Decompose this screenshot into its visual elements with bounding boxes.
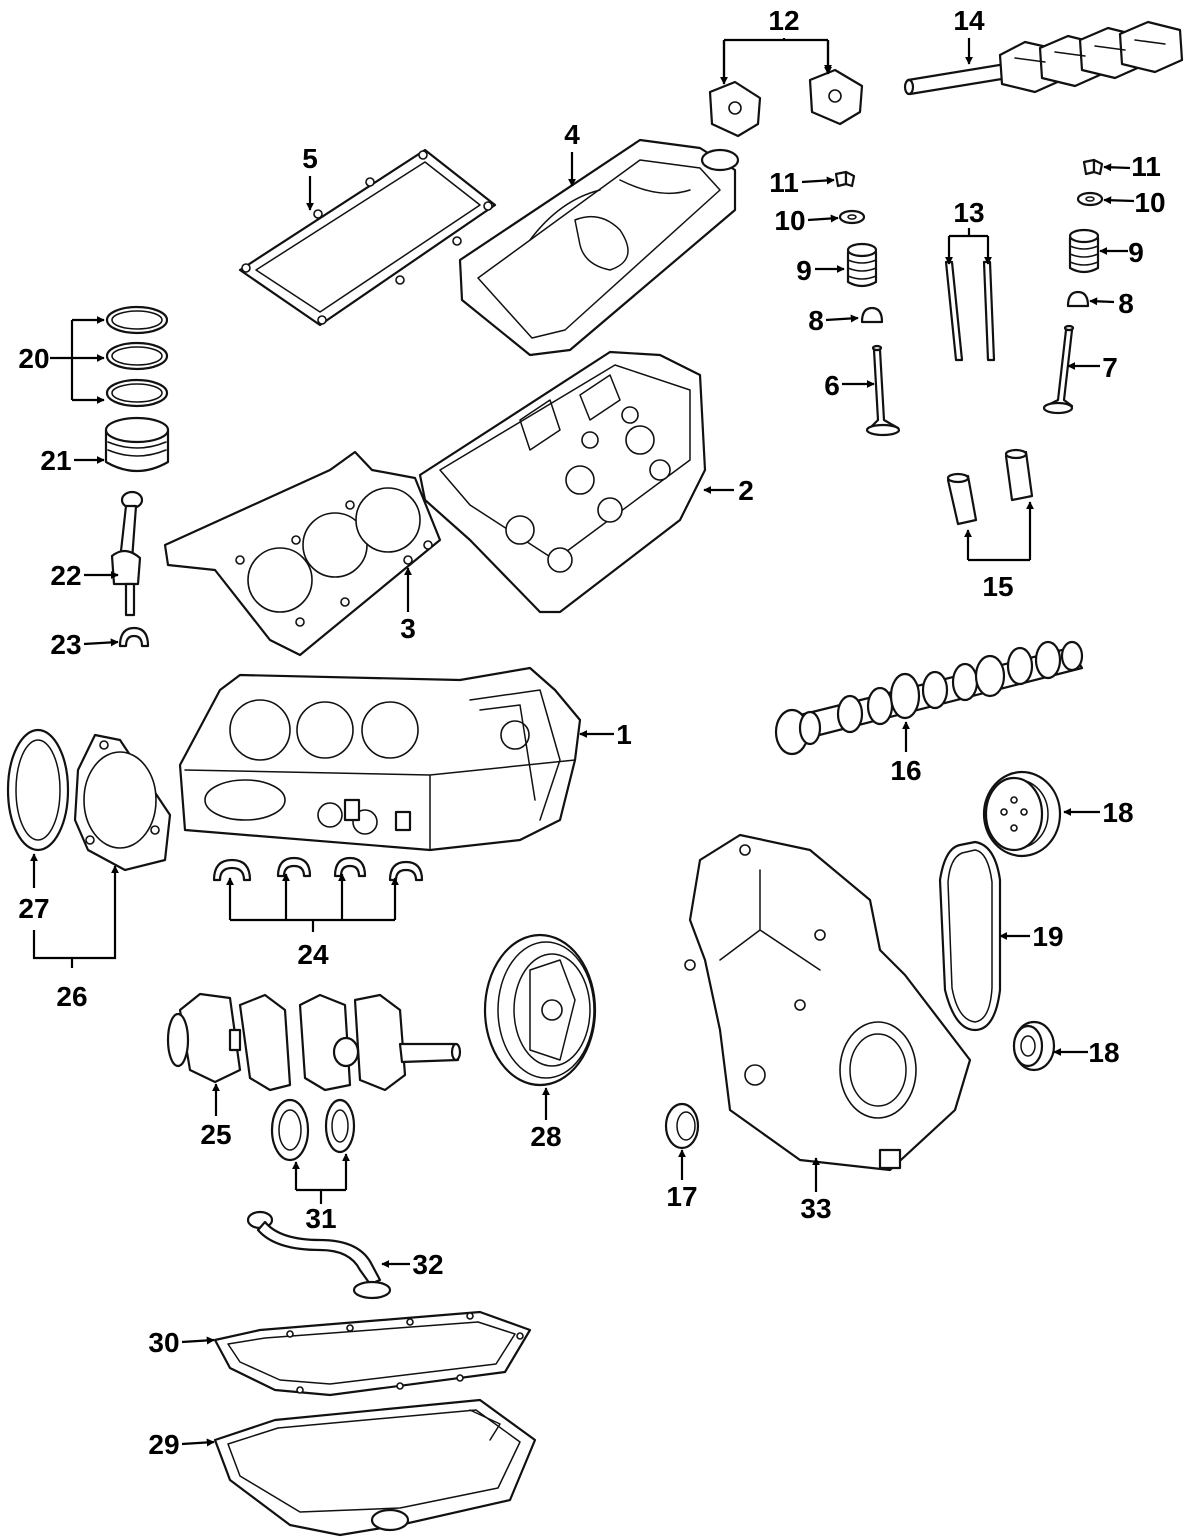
callout-11-right: 11 — [1131, 151, 1161, 182]
callout-2: 2 — [738, 475, 754, 506]
callout-30: 30 — [148, 1327, 179, 1358]
timing-chain-part — [938, 840, 1002, 1032]
callout-33: 33 — [800, 1193, 831, 1224]
callout-22: 22 — [50, 560, 81, 591]
valve-spring-part — [846, 228, 1100, 288]
callout-13: 13 — [953, 197, 984, 228]
rod-bearing-part — [118, 626, 150, 648]
intake-valve-part — [865, 344, 901, 437]
engine-block-part — [178, 666, 582, 852]
rear-main-seal-part — [6, 728, 70, 852]
oil-pickup-tube-part — [246, 1210, 392, 1300]
callout-26: 26 — [56, 981, 87, 1012]
crankshaft-part — [166, 992, 462, 1092]
valve-cover-gasket-part — [238, 148, 497, 327]
rocker-shaft-part — [903, 20, 1184, 96]
callout-31: 31 — [305, 1203, 336, 1234]
callout-8-left: 8 — [808, 305, 824, 336]
callout-27: 27 — [18, 893, 49, 924]
crank-sprocket-gear-part — [1012, 1020, 1056, 1072]
callout-18-upper: 18 — [1102, 797, 1133, 828]
callout-21: 21 — [40, 445, 71, 476]
callout-9-left: 9 — [796, 255, 812, 286]
callout-11-left: 11 — [769, 167, 799, 198]
callout-17: 17 — [666, 1181, 697, 1212]
exhaust-valve-part — [1042, 324, 1075, 415]
piston-part — [104, 416, 170, 472]
connecting-rod-part — [110, 490, 144, 617]
callout-29: 29 — [148, 1429, 179, 1460]
lifter-part — [946, 448, 1034, 526]
callout-15: 15 — [982, 571, 1013, 602]
callout-8-right: 8 — [1118, 288, 1134, 319]
valve-retainer-part — [838, 191, 1104, 225]
callout-32: 32 — [412, 1249, 443, 1280]
leader-lines — [30, 38, 1135, 1447]
callout-24: 24 — [297, 939, 329, 970]
callout-14: 14 — [953, 5, 985, 36]
cam-sprocket-part — [982, 770, 1062, 858]
callout-7: 7 — [1102, 352, 1118, 383]
callout-25: 25 — [200, 1119, 231, 1150]
callout-1: 1 — [616, 719, 632, 750]
crank-sprocket-part — [270, 1098, 356, 1162]
valve-cover-part — [458, 138, 740, 357]
oil-pan-part — [213, 1398, 537, 1537]
head-gasket-part — [163, 450, 442, 657]
rocker-arm-part — [708, 68, 864, 138]
callout-23: 23 — [50, 629, 81, 660]
main-bearing-part — [212, 856, 424, 882]
callout-labels: 12 14 5 4 11 11 10 10 13 9 9 8 8 6 7 20 … — [18, 5, 1165, 1460]
front-crank-seal-part — [664, 1102, 700, 1150]
oil-pan-gasket-part — [213, 1310, 532, 1397]
crank-pulley-part — [483, 933, 597, 1087]
callout-18-lower: 18 — [1088, 1037, 1119, 1068]
callout-16: 16 — [890, 755, 921, 786]
valve-seal-part — [860, 290, 1090, 324]
callout-5: 5 — [302, 143, 318, 174]
callout-9-right: 9 — [1128, 237, 1144, 268]
timing-cover-part — [684, 833, 972, 1172]
callout-19: 19 — [1032, 921, 1063, 952]
callout-3: 3 — [400, 613, 416, 644]
seal-retainer-part — [73, 733, 172, 872]
callout-6: 6 — [824, 370, 840, 401]
cylinder-head-part — [418, 350, 707, 614]
valve-keeper-part — [834, 158, 1104, 188]
callout-10-left: 10 — [774, 205, 805, 236]
piston-rings-part — [105, 305, 169, 408]
callout-10-right: 10 — [1134, 187, 1165, 218]
callout-20: 20 — [18, 343, 49, 374]
push-rod-part — [944, 260, 996, 362]
callout-12: 12 — [768, 5, 799, 36]
callout-28: 28 — [530, 1121, 561, 1152]
camshaft-part — [774, 640, 1084, 756]
callout-4: 4 — [564, 119, 580, 150]
